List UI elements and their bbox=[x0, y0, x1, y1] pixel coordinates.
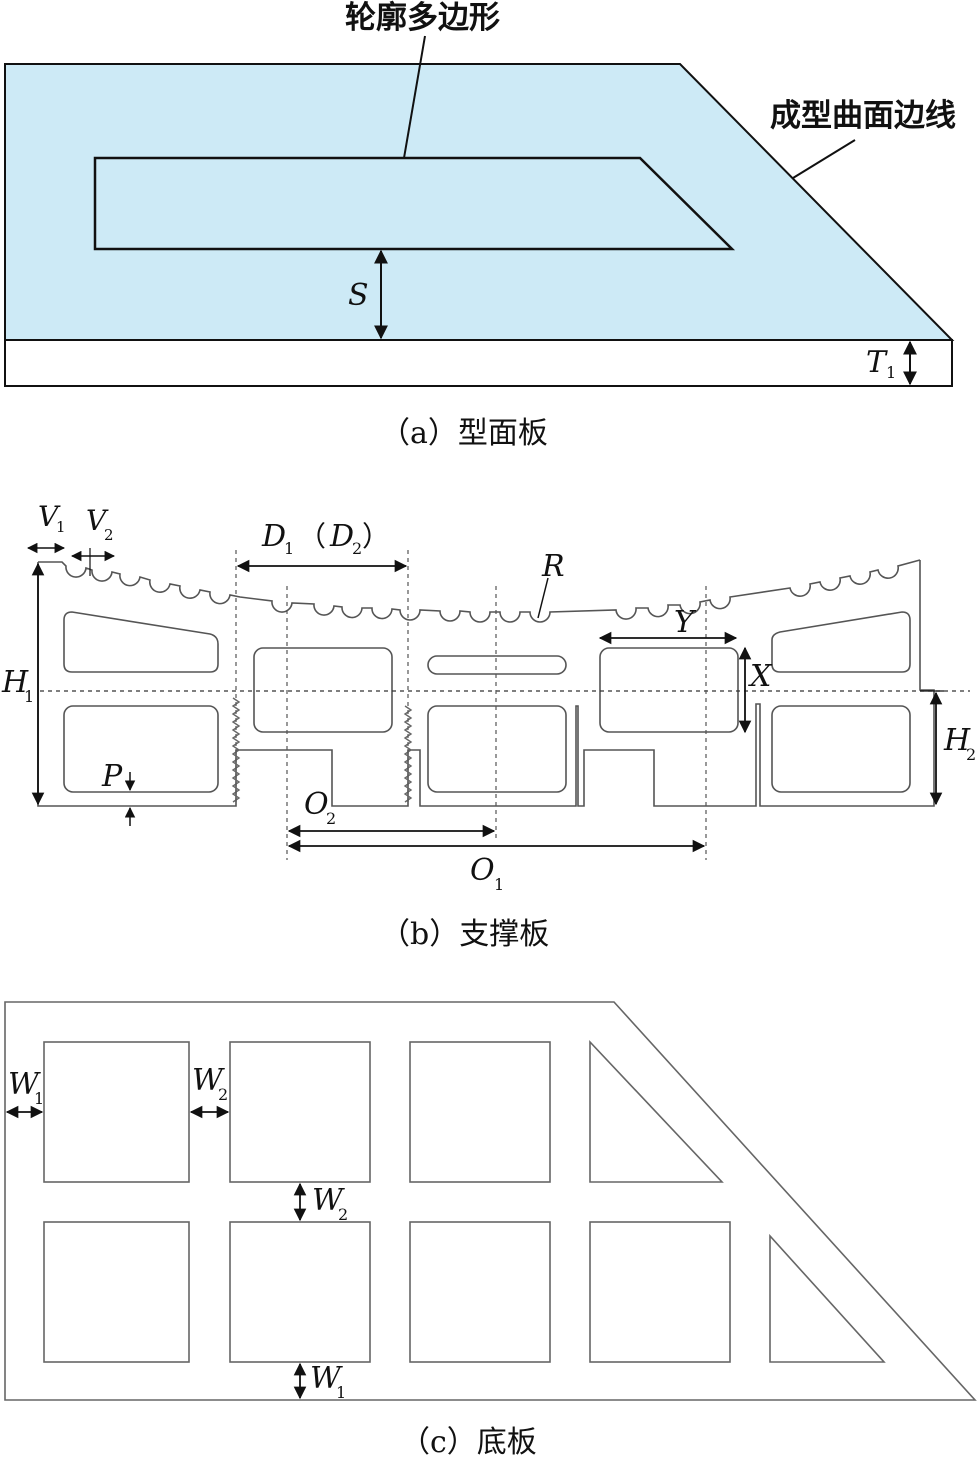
w1-left-subscript: 1 bbox=[34, 1089, 44, 1108]
cutout-right-center bbox=[599, 647, 739, 733]
d2-label: D bbox=[329, 519, 354, 554]
cutout-r1-c1 bbox=[43, 1041, 190, 1183]
w1-bottom-subscript: 1 bbox=[336, 1383, 346, 1402]
cutout-left-upper bbox=[63, 611, 219, 673]
cutout-r1-triangle bbox=[589, 1039, 724, 1183]
t1-subscript: 1 bbox=[886, 363, 896, 382]
panel-c-base-plate: W 1 W 2 W 2 W 1 （c）底板 bbox=[4, 1001, 977, 1460]
v2-subscript: 2 bbox=[104, 526, 114, 544]
face-plate-base-strip bbox=[4, 339, 953, 387]
h1-label: H bbox=[1, 665, 29, 700]
y-label: Y bbox=[674, 605, 697, 640]
h1-subscript: 1 bbox=[24, 687, 34, 706]
r-leader bbox=[537, 577, 549, 619]
w2-mid-label: W bbox=[192, 1063, 225, 1098]
h2-label: H bbox=[943, 723, 971, 758]
o1-subscript: 1 bbox=[494, 875, 504, 894]
p-label: P bbox=[101, 759, 123, 794]
cutout-r2-c1 bbox=[43, 1221, 190, 1363]
caption-a: （a）型面板 bbox=[380, 416, 548, 451]
cutout-r2-c3 bbox=[409, 1221, 551, 1363]
slot-teeth-left bbox=[231, 697, 241, 803]
cutout-right-upper bbox=[771, 611, 911, 673]
surface-edge-label: 成型曲面边线 bbox=[770, 98, 956, 134]
w1-left-label: W bbox=[8, 1067, 41, 1102]
panel-b-support-plate: V 1 V 2 D 1 （ D 2 ） R Y X H 1 H 2 P O 2 … bbox=[1, 500, 976, 952]
h2-subscript: 2 bbox=[966, 745, 976, 764]
d1-subscript: 1 bbox=[284, 539, 294, 558]
cutout-r1-c3 bbox=[409, 1041, 551, 1183]
cutout-center-left bbox=[253, 647, 393, 733]
cutout-right-lower bbox=[771, 705, 911, 793]
d1-label: D bbox=[261, 519, 286, 554]
contour-polygon bbox=[93, 156, 736, 251]
t1-label: T bbox=[866, 345, 888, 380]
x-label: X bbox=[748, 659, 773, 694]
v1-subscript: 1 bbox=[56, 518, 66, 536]
r-label: R bbox=[541, 549, 565, 584]
contour-polygon-label: 轮廓多边形 bbox=[345, 0, 500, 36]
surface-edge-leader bbox=[792, 139, 856, 179]
cutout-r1-c2 bbox=[229, 1041, 371, 1183]
support-plate-top-edge bbox=[38, 559, 921, 623]
cutout-r2-triangle bbox=[769, 1233, 886, 1363]
cutout-center-slot bbox=[427, 655, 567, 675]
v1-label: V bbox=[38, 500, 61, 533]
d2-subscript: 2 bbox=[352, 539, 362, 558]
w2-vert-label: W bbox=[312, 1183, 345, 1218]
slot-teeth-center bbox=[403, 705, 413, 803]
caption-c: （c）底板 bbox=[400, 1425, 537, 1460]
v2-label: V bbox=[86, 504, 109, 537]
base-plate-outline bbox=[4, 1001, 977, 1401]
support-plate-outline bbox=[37, 560, 935, 807]
w2-mid-subscript: 2 bbox=[218, 1085, 228, 1104]
contour-callout-leader bbox=[403, 35, 426, 159]
o1-label: O bbox=[470, 853, 495, 888]
cutout-r2-c2 bbox=[229, 1221, 371, 1363]
cutout-center-lower bbox=[427, 705, 567, 793]
o2-label: O bbox=[304, 787, 329, 822]
w1-bottom-label: W bbox=[310, 1361, 343, 1396]
d2-open-paren: （ bbox=[298, 520, 326, 553]
s-label: S bbox=[348, 278, 369, 313]
caption-b: （b）支撑板 bbox=[380, 917, 549, 952]
cutout-left-lower bbox=[63, 705, 219, 793]
panel-a-face-plate: 轮廓多边形 成型曲面边线 S T 1 （a）型面板 bbox=[4, 0, 956, 451]
cutout-r2-c4 bbox=[589, 1221, 731, 1363]
o2-subscript: 2 bbox=[326, 809, 336, 828]
d2-close-paren: ） bbox=[362, 520, 390, 553]
w2-vert-subscript: 2 bbox=[338, 1205, 348, 1224]
